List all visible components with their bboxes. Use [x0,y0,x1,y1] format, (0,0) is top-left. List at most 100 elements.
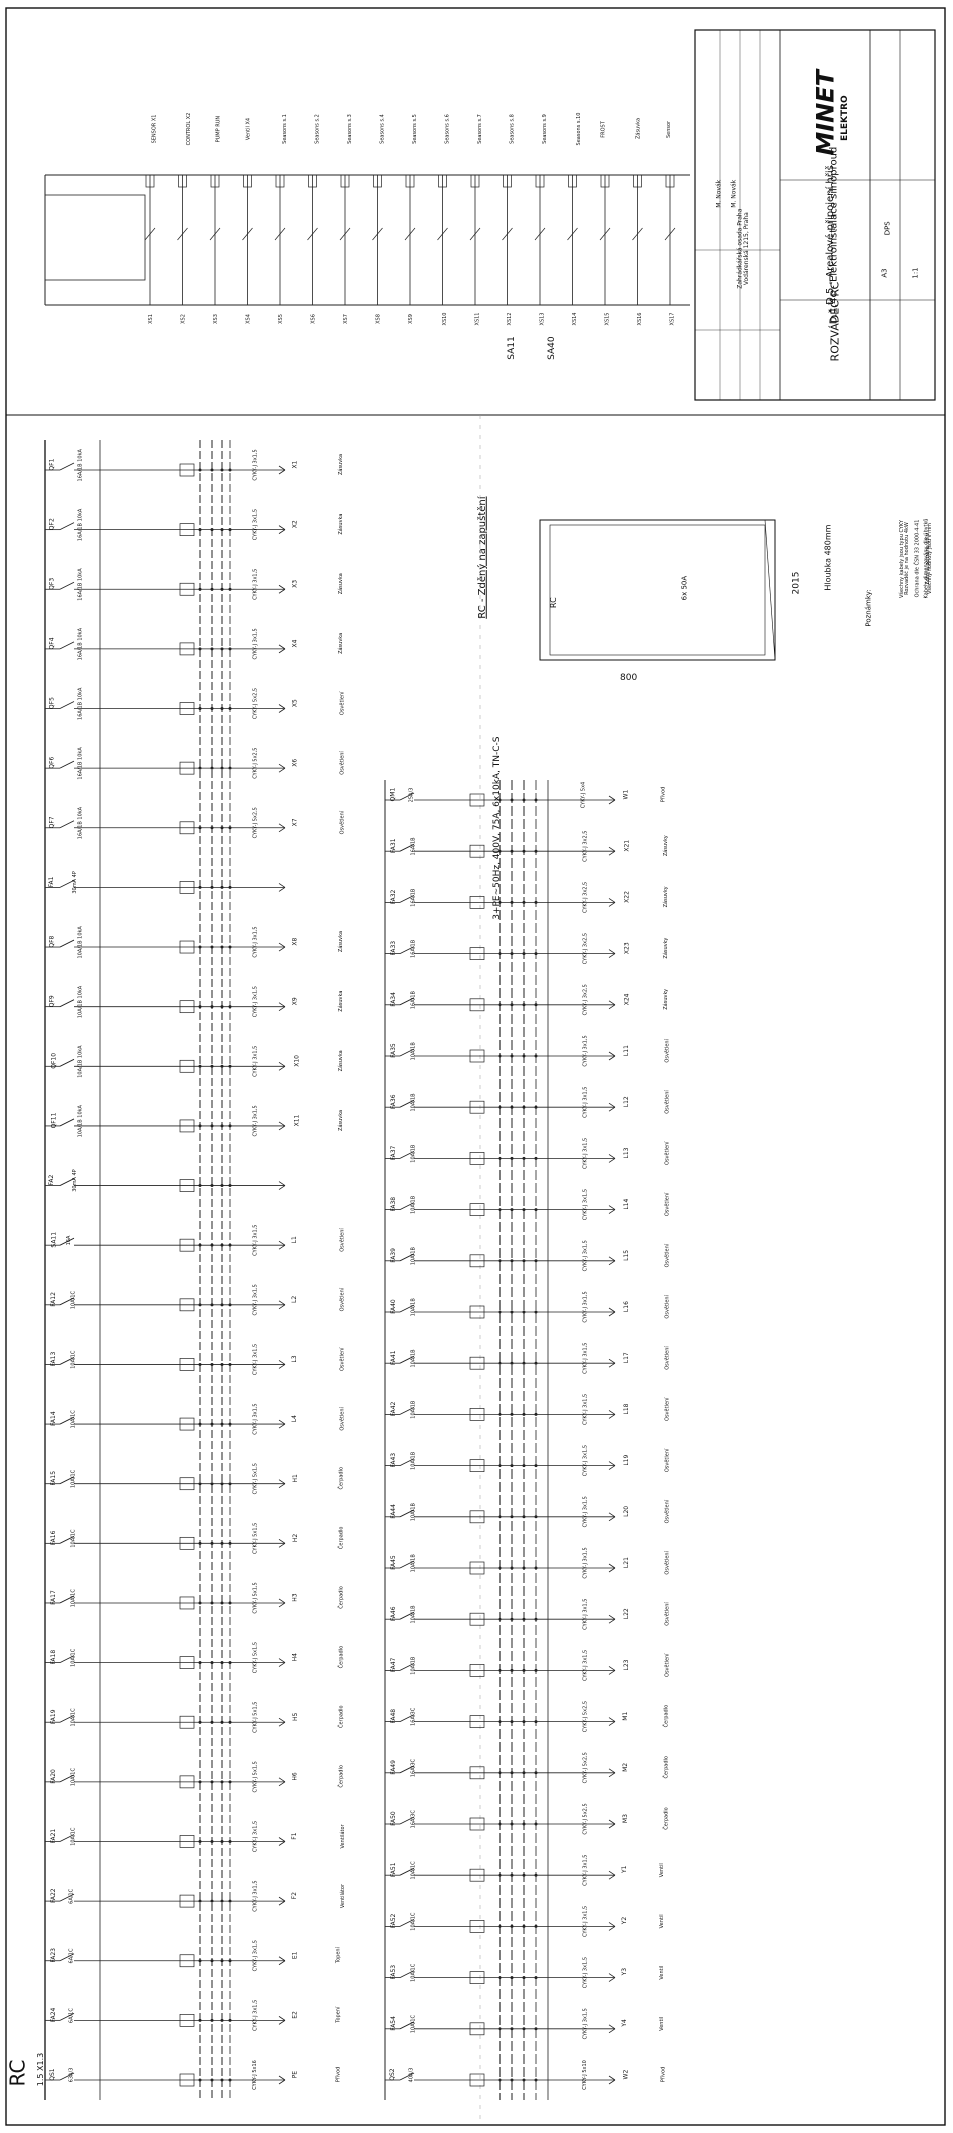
outgoing-arrow [278,584,286,594]
legend-line: Zdroj a ochrana uzlu [925,533,931,585]
bus-dot [510,1720,514,1724]
breaker-symbol [399,1458,415,1467]
load-label: Čerpadlo [338,1765,345,1787]
bus-dot [210,945,214,949]
breaker-symbol [59,1237,75,1246]
breaker-symbol [59,581,75,590]
device-rating: 25A/3 [408,788,414,803]
device-rating: 10A/1C [70,1410,76,1429]
bus-dot [210,766,214,770]
device-rating: 10A/1B [410,1195,416,1214]
bus-dot [534,1208,538,1212]
bus-dot [510,1617,514,1621]
terminal-block [179,1775,195,1789]
terminal-block [469,1049,485,1063]
cable-label: CYKY-J 5x2,5 [253,688,259,719]
selector-symbol-right: SA40 [547,336,557,360]
control-bottom-label: XS15 [604,313,610,326]
output-label: M1 [622,1712,629,1721]
panel-door [549,524,766,656]
device-label: FA2 [48,1175,55,1186]
bus-dot [198,1482,202,1486]
contact-symbol [599,227,611,241]
panel-note: RC - Zděný na zapuštění [476,495,488,619]
terminal-block [179,463,195,477]
device-label: FA50 [390,1811,397,1826]
bus-dot [534,1771,538,1775]
bus-dot [510,2027,514,2031]
terminal-block [179,1477,195,1491]
bus-dot [220,1780,224,1784]
device-rating: 10A/1B [410,1656,416,1675]
bus-dot [220,1601,224,1605]
device-rating: 10A/1C [70,1469,76,1488]
load-label: Osvětlení [664,1243,671,1267]
bus-dot [210,1601,214,1605]
cable-label: CYKY-J 3x1,5 [583,2008,589,2039]
bus-dot [510,1464,514,1468]
output-label: M3 [622,1814,629,1823]
outgoing-arrow [608,1870,616,1880]
device-label: FA14 [50,1411,57,1426]
bus-dot [198,1005,202,1009]
bus-dot [522,2078,526,2082]
terminal-block [179,1417,195,1431]
bus-dot [220,1005,224,1009]
cable-label: CYKY-J 3x1,5 [253,569,259,600]
bus-dot [534,1617,538,1621]
device-label: QS2 [389,2068,396,2081]
cable-label: CYKY-J 3x1,5 [583,1496,589,1527]
device-rating: 16A/3C [410,1707,416,1726]
control-top-label: Seasons s.8 [509,114,515,144]
bus-dot [510,1771,514,1775]
cable-label: CYKY-J 5x1,5 [253,1761,259,1792]
load-label: Přívod [659,787,666,803]
outgoing-arrow [608,1358,616,1368]
bus-dot [220,1482,224,1486]
bus-dot [210,885,214,889]
control-top-label: Sensor [666,120,672,138]
contact-symbol [404,227,416,241]
bus-dot [198,1064,202,1068]
outgoing-arrow [608,1819,616,1829]
cable-label: CYKY-J 5x2,5 [583,1752,589,1783]
bus-dot [198,1899,202,1903]
load-label: Ventil [659,1966,665,1980]
load-label: Osvětlení [664,1602,671,1626]
bus-dot [228,885,232,889]
load-label: Zásuvka [337,991,344,1012]
control-top-label: Ventil X4 [246,118,252,140]
output-label: X1 [292,460,299,468]
control-bottom-label: XS11 [474,313,480,326]
cable-label: CYKY-J 3x1,5 [253,509,259,540]
device-label: FA18 [50,1650,57,1665]
coil-symbol [178,174,187,188]
bus-dot [228,1005,232,1009]
bus-dot [198,1184,202,1188]
device-rating: 10A/1B [410,1605,416,1624]
contact-symbol [437,227,448,241]
coil-symbol [405,174,415,188]
device-rating: 10A/1C [70,1708,76,1727]
cable-label: CYKY-J 3x1,5 [253,1284,259,1315]
device-label: QF6 [49,757,56,769]
cable-label: CYKY-J 5x2,5 [253,807,259,838]
output-label: F1 [291,1832,298,1839]
output-label: X22 [623,891,630,903]
outgoing-arrow [608,1563,616,1573]
device-label: FA43 [390,1453,397,1468]
load-label: Zásuvka [337,1110,344,1131]
control-top-label: Seasons s.5 [412,114,418,144]
cable-label: CYKY-J 3x1,5 [253,1105,259,1136]
bus-dot [510,1310,514,1314]
bus-dot [220,1720,224,1724]
device-label: QF2 [49,518,56,530]
output-label: L12 [623,1096,630,1107]
bus-dot [510,1003,514,1007]
device-label: FA20 [50,1769,57,1784]
